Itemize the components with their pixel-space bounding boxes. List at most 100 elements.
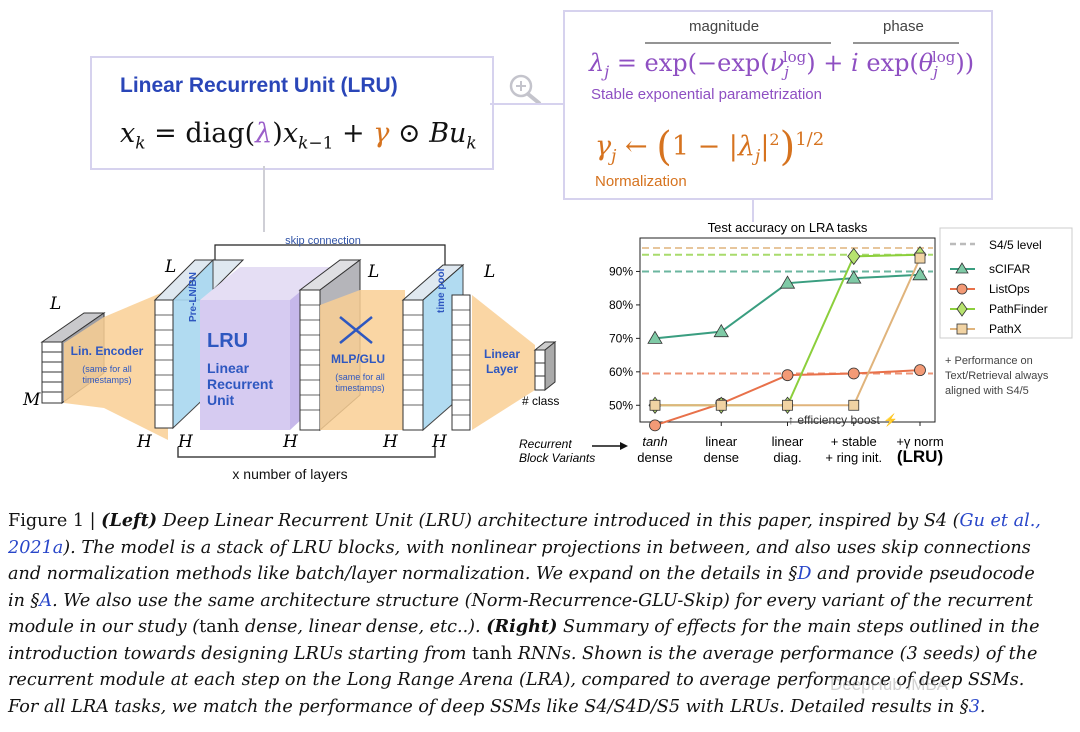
lin-encoder-shape [64,290,168,440]
recurrent-arrowhead [620,442,628,450]
class-label: # class [522,394,559,408]
performance-note-line: aligned with S4/5 [945,385,1029,397]
caption-text: ). The model is a stack of LRU blocks, w… [63,537,1031,558]
point-pathx [649,399,661,411]
point-pathx [715,399,727,411]
lin-encoder-note-2: timestamps) [82,375,131,385]
lambda-equation: λj = exp(−exp(νjlog) + i exp(θjlog)) [589,48,975,81]
caption-text: recurrent module at each step on the Lon… [8,670,1025,690]
phase-label: phase [883,18,924,35]
L-label-4: L [483,262,495,282]
H-label-5: H [431,432,448,452]
caption-line: module in our study (tanh dense, linear … [8,614,1074,641]
lru-definition-box: Linear Recurrent Unit (LRU) xk = diag(λ)… [90,56,494,170]
mlp-label: MLP/GLU [331,352,385,366]
mlp-shape [320,290,405,430]
point-scifar [912,267,928,281]
preln-label: Pre-LN/BN [188,272,199,322]
lru-core-sub-2: Recurrent [207,376,273,392]
connector-lines [263,103,754,232]
legend-marker [956,283,968,295]
chart-title: Test accuracy on LRA tasks [708,220,868,235]
magnifier-plus-icon[interactable] [506,72,548,108]
caption-line: in §A. We also use the same architecture… [8,588,1074,615]
y-tick-label: 50% [609,398,633,412]
lin-encoder-label: Lin. Encoder [71,344,144,358]
x-tick-label: +γ norm [896,434,943,449]
magnitude-label: magnitude [689,18,760,35]
legend-label-pathfinder: PathFinder [989,302,1048,316]
legend-box [939,227,1073,339]
caption-text: dense, linear dense, etc..). [239,617,487,637]
caption-text: (Left) [101,510,158,531]
caption-text: Summary of effects for the main steps ou… [557,617,1040,637]
caption-line: introduction towards designing LRUs star… [8,641,1074,668]
x-tick-label: linear [705,434,737,449]
caption-text: . We also use the same architecture stru… [52,590,1033,611]
caption-text: module in our study ( [8,617,200,637]
x-tick-label: + stable [831,434,877,449]
gamma-caption: Normalization [595,173,687,190]
legend-marker [956,301,968,317]
caption-line: 2021a). The model is a stack of LRU bloc… [8,535,1074,562]
recurrent-label-2: Block Variants [519,451,595,465]
phase-bracket [853,42,959,44]
skip-connection-line [214,244,446,270]
point-scifar [779,275,796,289]
L-label-1: L [49,294,61,314]
parametrization-box: magnitude phase λj = exp(−exp(νjlog) + i… [563,10,993,200]
caption-text: tanh [199,617,240,637]
class-output-block [533,340,557,392]
caption-link[interactable]: D [797,564,812,584]
x-tick-label: dense [637,450,672,465]
layers-brace [177,447,436,458]
caption-link[interactable]: 2021a [8,537,64,558]
point-pathx [782,399,793,411]
H-label-4: H [382,432,399,452]
lambda-caption: Stable exponential parametrization [591,86,822,103]
legend-label-pathx: PathX [989,322,1022,336]
x-tick-label: diag. [773,450,801,465]
skip-connection-label: skip connection [285,235,361,247]
x-tick-label: linear [772,434,804,449]
caption-text: Figure 1 | [8,511,102,531]
performance-note-line: + Performance on [945,355,1033,367]
x-tick-label: dense [704,450,739,465]
H-label-1: H [136,432,153,452]
x-tick-label: + ring init. [825,450,882,465]
watermark: DeepHub IMBA [830,675,949,694]
lra-accuracy-chart: Test accuracy on LRA tasks50%60%70%80%90… [519,220,1073,466]
caption-line: For all LRA tasks, we match the performa… [8,694,1074,721]
linear-layer-shape [472,295,535,430]
point-pathx [848,399,860,411]
legend-label-scifar: sCIFAR [989,262,1031,276]
efficiency-boost-label: ↑ efficiency boost ⚡ [788,413,898,427]
caption-link[interactable]: Gu et al., [959,511,1041,531]
mlp-note-2: timestamps) [335,383,384,393]
point-scifar [647,330,663,344]
caption-line: recurrent module at each step on the Lon… [8,667,1074,694]
caption-text: tanh [471,643,513,664]
layers-label: x number of layers [232,466,347,482]
H-label-2: H [177,432,194,452]
mlp-note-1: (same for all [335,372,385,382]
legend-s45-label: S4/5 level [989,238,1042,252]
performance-note-line: Text/Retrieval always [945,370,1049,382]
gamma-equation: γj ← (1 − |λj|2)1/2 [595,124,825,170]
legend-label-listops: ListOps [989,282,1030,296]
point-scifar [713,323,729,338]
caption-text: (Right) [486,616,558,637]
lin-encoder-note-1: (same for all [82,364,132,374]
point-listops [847,367,860,380]
point-scifar [846,270,862,284]
time-pool-block [401,263,471,432]
architecture-diagram: skip connection L M Lin. Encoder (same f… [22,235,559,482]
magnitude-bracket [645,42,831,44]
time-pool-label: time pool [436,268,447,313]
M-label: M [22,390,41,410]
caption-link[interactable]: 3 [968,696,980,717]
caption-text: introduction towards designing LRUs star… [8,643,472,664]
lru-equation: xk = diag(λ)xk−1 + γ ⊙ Buk [120,118,477,154]
point-pathfinder [847,247,861,266]
caption-link[interactable]: A [39,590,53,611]
